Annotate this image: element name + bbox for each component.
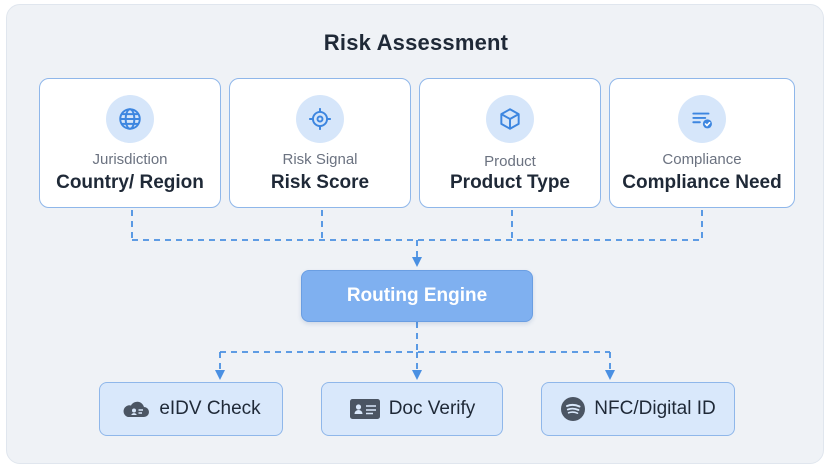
input-category: Risk Signal <box>282 151 358 168</box>
nfc-icon <box>560 396 586 422</box>
input-value: Country/ Region <box>56 172 204 193</box>
input-category: Jurisdiction <box>92 151 168 168</box>
output-label: Doc Verify <box>388 398 476 419</box>
cloud-id-icon <box>121 398 151 420</box>
input-card-compliance: Compliance Compliance Need <box>609 78 795 208</box>
output-eidv-check: eIDV Check <box>99 382 283 436</box>
input-card-risk-signal: Risk Signal Risk Score <box>229 78 411 208</box>
input-value: Product Type <box>450 172 570 193</box>
input-category: Product <box>484 153 536 170</box>
output-doc-verify: Doc Verify <box>321 382 503 436</box>
routing-engine-node: Routing Engine <box>301 270 533 322</box>
document-check-icon <box>678 95 726 143</box>
cube-icon <box>486 95 534 143</box>
diagram-title: Risk Assessment <box>323 30 509 55</box>
input-card-product: Product Product Type <box>419 78 601 208</box>
output-nfc-digital-id: NFC/Digital ID <box>541 382 735 436</box>
output-label: eIDV Check <box>159 398 261 419</box>
input-value: Compliance Need <box>622 172 782 193</box>
input-card-jurisdiction: Jurisdiction Country/ Region <box>39 78 221 208</box>
output-label: NFC/Digital ID <box>594 398 716 419</box>
input-value: Risk Score <box>270 172 370 193</box>
input-category: Compliance <box>662 151 742 168</box>
id-card-icon <box>349 398 381 420</box>
target-icon <box>296 95 344 143</box>
globe-icon <box>106 95 154 143</box>
